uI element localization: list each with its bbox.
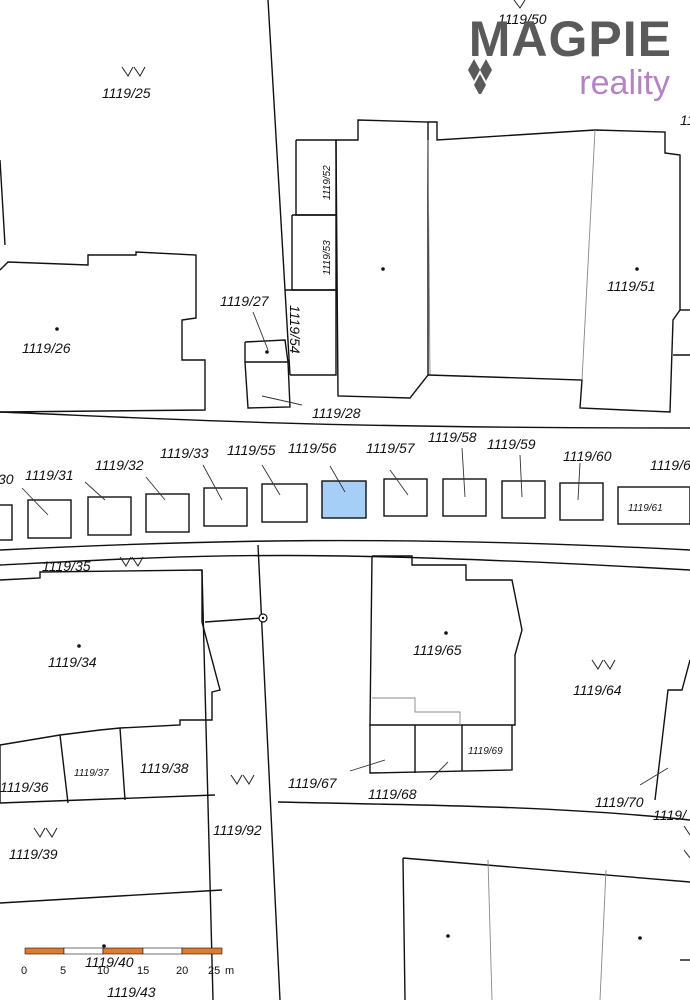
lower-boundaries xyxy=(0,544,690,1000)
label-1119-64: 1119/64 xyxy=(573,682,622,698)
label-arrows xyxy=(21,311,669,786)
logo-sub: reality xyxy=(579,64,670,102)
label-1119-27: 1119/27 xyxy=(220,293,270,309)
label-1119-6: 1119/6 xyxy=(650,457,690,473)
scale-unit: m xyxy=(225,965,234,977)
label-1119-52: 1119/52 xyxy=(322,165,333,200)
label-1119-68: 1119/68 xyxy=(368,786,417,802)
label-30: 30 xyxy=(0,471,14,487)
parcel-boundaries xyxy=(0,0,690,571)
magpie-logo: MAGPIE reality xyxy=(450,6,680,106)
label-1119-40: 1119/40 xyxy=(85,954,134,970)
label-1119-53: 1119/53 xyxy=(322,240,333,275)
logo-brand: MAGPIE xyxy=(468,11,672,67)
label-1119-58: 1119/58 xyxy=(428,429,477,445)
scale-tick-20: 20 xyxy=(176,965,188,977)
parcel-labels: 1119/50 1119/25 1119/26 1119/27 1119/52 … xyxy=(0,11,690,1000)
scale-tick-0: 0 xyxy=(21,965,27,977)
label-1119-33: 1119/33 xyxy=(160,445,209,461)
parcel-dots xyxy=(55,267,642,948)
label-edge-top: 1119/ xyxy=(680,112,690,128)
label-1119-34: 1119/34 xyxy=(48,654,97,670)
label-1119-57: 1119/57 xyxy=(366,440,416,456)
garage-row xyxy=(0,478,690,541)
label-1119-50: 1119/50 xyxy=(498,11,547,27)
scale-bar: 0 5 10 15 20 25 m xyxy=(21,947,234,977)
scale-tick-10: 10 xyxy=(97,965,109,977)
label-1119-61: 1119/61 xyxy=(628,503,663,514)
label-1119-55: 1119/55 xyxy=(227,442,276,458)
label-1119-edge: 1119/ xyxy=(653,807,688,823)
diamond-mark-icon xyxy=(468,59,492,94)
terrain-symbols xyxy=(33,0,690,859)
label-1119-56: 1119/56 xyxy=(288,440,337,456)
scale-tick-5: 5 xyxy=(60,965,66,977)
label-1119-37: 1119/37 xyxy=(74,768,109,779)
label-1119-31: 1119/31 xyxy=(25,467,74,483)
label-1119-59: 1119/59 xyxy=(487,436,536,452)
scale-tick-15: 15 xyxy=(137,965,149,977)
label-1119-26: 1119/26 xyxy=(22,340,71,356)
label-1119-51: 1119/51 xyxy=(607,278,656,294)
label-1119-32: 1119/32 xyxy=(95,457,144,473)
label-1119-28: 1119/28 xyxy=(312,405,361,421)
label-1119-67: 1119/67 xyxy=(288,775,338,791)
label-1119-92: 1119/92 xyxy=(213,822,262,838)
highlighted-parcel[interactable] xyxy=(321,480,367,519)
label-1119-38: 1119/38 xyxy=(140,760,189,776)
label-1119-35: 1119/35 xyxy=(42,558,91,574)
label-1119-60: 1119/60 xyxy=(563,448,612,464)
label-1119-39: 1119/39 xyxy=(9,846,58,862)
label-1119-70: 1119/70 xyxy=(595,794,644,810)
scale-tick-25: 25 xyxy=(208,965,220,977)
label-1119-54: 1119/54 xyxy=(287,305,303,354)
label-1119-43: 1119/43 xyxy=(107,984,156,1000)
label-1119-25: 1119/25 xyxy=(102,85,151,101)
label-1119-36: 1119/36 xyxy=(0,779,49,795)
label-1119-65: 1119/65 xyxy=(413,642,462,658)
label-1119-69: 1119/69 xyxy=(468,746,503,757)
